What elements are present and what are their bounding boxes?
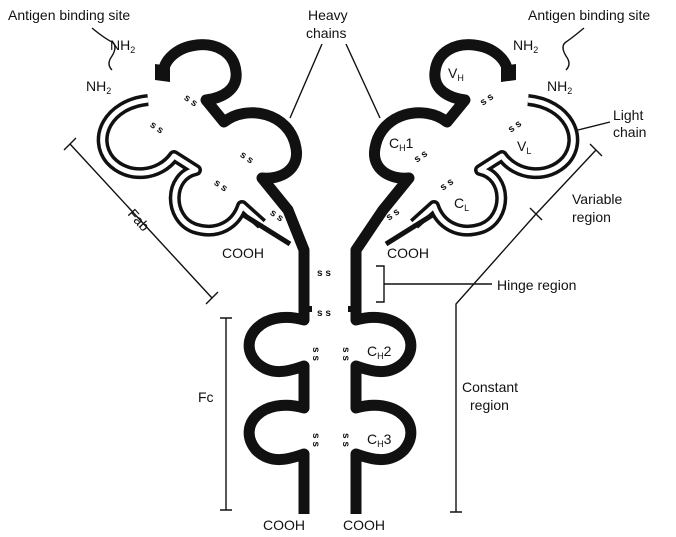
ss-bond-3: s s xyxy=(238,149,256,166)
ss-hinge-2: s s xyxy=(317,308,331,319)
ss-bond-1: s s xyxy=(182,92,200,109)
ss-ch3-right: s s xyxy=(340,433,351,447)
label-hinge-region: Hinge region xyxy=(497,277,576,293)
bracket-constant-region xyxy=(450,214,536,512)
label-heavy-chains-line1: Heavy xyxy=(308,7,348,23)
label-light-chain-line1: Light xyxy=(613,107,643,123)
ss-hinge-1: s s xyxy=(317,268,331,279)
bracket-fc xyxy=(220,318,232,510)
ss-bond-7: s s xyxy=(506,118,524,135)
heavy-chain-left-nterm xyxy=(155,64,170,82)
label-light-chain-line2: chain xyxy=(613,124,646,140)
leader-heavy-chains xyxy=(290,44,380,118)
ss-bond-9: s s xyxy=(438,176,456,193)
light-chain-right xyxy=(386,100,573,244)
cooh-heavy-right: COOH xyxy=(343,517,385,533)
nh2-light-left: NH2 xyxy=(86,78,111,96)
ss-bond-4: s s xyxy=(212,177,230,194)
brace-antigen-right xyxy=(563,28,584,70)
cooh-light-left: COOH xyxy=(222,245,264,261)
domain-ch2: CH2 xyxy=(367,343,392,361)
heavy-chain-left xyxy=(163,45,304,514)
label-constant-region-line2: region xyxy=(470,397,509,413)
domain-vh: VH xyxy=(448,65,464,83)
ss-bond-2: s s xyxy=(148,119,166,136)
ss-ch2-left: s s xyxy=(310,347,321,361)
label-antigen-site-right: Antigen binding site xyxy=(528,7,650,23)
nh2-light-right: NH2 xyxy=(547,78,572,96)
domain-ch1: CH1 xyxy=(389,135,414,153)
label-constant-region-line1: Constant xyxy=(462,379,518,395)
label-heavy-chains-line2: chains xyxy=(306,25,346,41)
heavy-chain-right-nterm xyxy=(501,64,516,82)
domain-cl: CL xyxy=(454,195,469,213)
domain-vl: VL xyxy=(517,138,531,156)
cooh-heavy-left: COOH xyxy=(263,517,305,533)
ss-ch3-left: s s xyxy=(310,433,321,447)
ss-bond-8: s s xyxy=(412,148,430,165)
label-fc: Fc xyxy=(198,389,214,405)
cooh-light-right: COOH xyxy=(387,245,429,261)
leader-light-chain xyxy=(578,122,610,130)
label-variable-region-line1: Variable xyxy=(572,191,623,207)
ss-bond-6: s s xyxy=(478,91,496,108)
domain-ch3: CH3 xyxy=(367,431,392,449)
nh2-heavy-right: NH2 xyxy=(513,37,538,55)
ss-ch2-right: s s xyxy=(340,347,351,361)
label-antigen-site-left: Antigen binding site xyxy=(8,7,130,23)
label-variable-region-line2: region xyxy=(572,209,611,225)
